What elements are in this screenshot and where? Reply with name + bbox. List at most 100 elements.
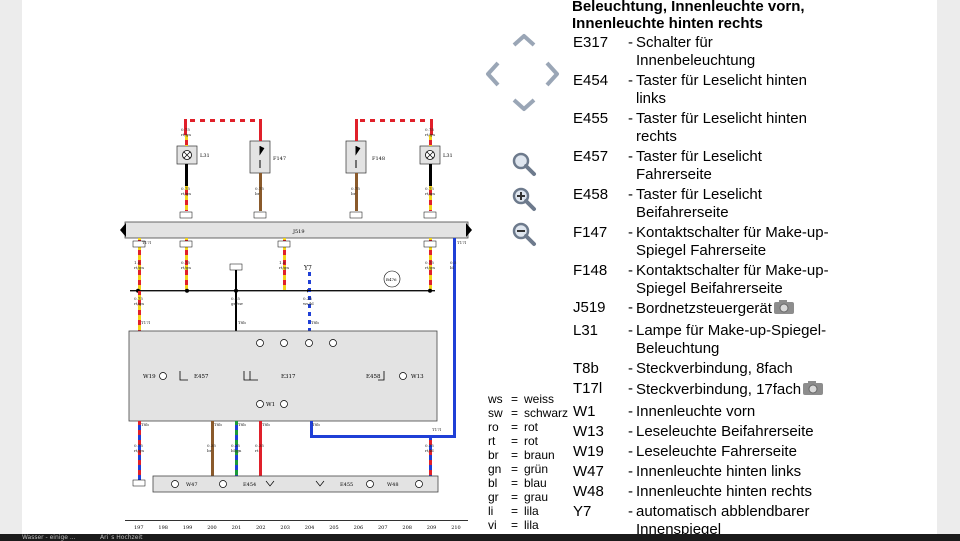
svg-text:bl/gn: bl/gn xyxy=(231,448,242,453)
chevron-up-icon[interactable] xyxy=(512,33,536,47)
svg-text:0.75: 0.75 xyxy=(425,186,434,191)
w13-label: W13 xyxy=(411,374,424,380)
svg-text:0.5: 0.5 xyxy=(450,260,457,265)
page-title: Beleuchtung, Innenleuchte vorn, Innenleu… xyxy=(572,0,922,32)
component-code: Y7 xyxy=(573,503,592,520)
description-line: automatisch abblendbarer xyxy=(636,503,810,520)
description-line: Schalter für xyxy=(636,34,713,51)
svg-text:T8b: T8b xyxy=(238,422,246,427)
j519-bar: J519 xyxy=(120,221,472,239)
svg-text:1.0: 1.0 xyxy=(134,260,141,265)
left-frame xyxy=(0,0,22,541)
abbr-abbr: vi xyxy=(488,518,497,532)
abbr-eq: = xyxy=(511,406,519,420)
chevron-left-icon[interactable] xyxy=(485,61,501,87)
svg-text:0.75: 0.75 xyxy=(425,127,434,132)
svg-text:0.75: 0.75 xyxy=(425,260,434,265)
abbr-eq: = xyxy=(511,392,519,406)
chevron-down-icon[interactable] xyxy=(512,98,536,112)
separator-dash: - xyxy=(628,483,633,500)
ruler-label: 205 xyxy=(329,525,339,531)
description-line-wrap: Bordnetzsteuergerät xyxy=(636,299,841,318)
ruler-label: 208 xyxy=(402,525,412,531)
svg-text:0.35: 0.35 xyxy=(231,296,240,301)
separator-dash: - xyxy=(628,299,633,316)
component-code: W48 xyxy=(573,483,604,500)
title-line: Beleuchtung, Innenleuchte vorn, xyxy=(572,0,805,15)
svg-text:B476: B476 xyxy=(386,277,397,282)
magnifier-icon[interactable] xyxy=(511,151,537,177)
svg-text:0.75: 0.75 xyxy=(255,186,264,191)
component-code: E455 xyxy=(573,110,609,127)
svg-text:rt/gn: rt/gn xyxy=(134,448,144,453)
e457-label: E457 xyxy=(194,374,209,380)
description-line: Kontaktschalter für Make-up- xyxy=(636,262,829,279)
abbr-name: braun xyxy=(524,448,555,462)
abbr-name: rot xyxy=(524,420,539,434)
separator-dash: - xyxy=(628,360,633,377)
component-code: F148 xyxy=(573,262,608,279)
component-description: Lampe für Make-up-Spiegel-Beleuchtung xyxy=(636,322,841,358)
e458-label: E458 xyxy=(366,374,381,380)
separator-dash: - xyxy=(628,110,633,127)
svg-text:T17l: T17l xyxy=(432,427,442,432)
svg-text:0.35: 0.35 xyxy=(207,443,216,448)
component-code: F147 xyxy=(573,224,608,241)
separator-dash: - xyxy=(628,503,633,520)
svg-text:0.75: 0.75 xyxy=(181,260,190,265)
component-code: E458 xyxy=(573,186,609,203)
ruler-label: 201 xyxy=(232,525,242,531)
l31-right-label: L31 xyxy=(443,153,453,159)
svg-text:T8b: T8b xyxy=(238,320,246,325)
svg-text:0.75: 0.75 xyxy=(351,186,360,191)
description-line: Innenbeleuchtung xyxy=(636,52,756,69)
description-line: Taster für Leselicht xyxy=(636,186,762,203)
title-line: Innenleuchte hinten rechts xyxy=(572,15,763,32)
abbr-name: grün xyxy=(524,462,549,476)
abbr-eq: = xyxy=(511,420,519,434)
svg-text:gn/sw: gn/sw xyxy=(231,301,244,306)
separator-dash: - xyxy=(628,443,633,460)
description-line: Steckverbindung, 8fach xyxy=(636,360,793,377)
abbr-abbr: gr xyxy=(488,490,499,504)
taskbar-item[interactable]: Ari´s Hochzeit xyxy=(100,534,143,541)
abbr-name: grau xyxy=(524,490,549,504)
f148-box xyxy=(345,140,367,174)
abbr-abbr: sw xyxy=(488,406,503,420)
separator-dash: - xyxy=(628,423,633,440)
ruler-label: 204 xyxy=(305,525,315,531)
w47-label: W47 xyxy=(186,482,198,488)
separator-dash: - xyxy=(628,262,633,279)
description-line: Spiegel Beifahrerseite xyxy=(636,280,783,297)
chevron-right-icon[interactable] xyxy=(544,61,560,87)
abbr-name: schwarz xyxy=(524,406,569,420)
camera-icon[interactable] xyxy=(773,299,795,315)
abbr-eq: = xyxy=(511,518,519,532)
w19-label: W19 xyxy=(143,374,156,380)
component-description: Leseleuchte Beifahrerseite xyxy=(636,423,841,441)
description-line: Innenleuchte hinten rechts xyxy=(636,483,812,500)
separator-dash: - xyxy=(628,148,633,165)
taskbar-item[interactable]: Wasser - einige ... xyxy=(22,534,76,541)
svg-text:0.75: 0.75 xyxy=(181,186,190,191)
component-description: Innenleuchte hinten links xyxy=(636,463,841,481)
top-loop-right xyxy=(355,119,433,135)
ruler-label: 209 xyxy=(427,525,437,531)
ruler-label: 198 xyxy=(158,525,168,531)
svg-text:0.75: 0.75 xyxy=(181,127,190,132)
j519-label: J519 xyxy=(292,229,305,235)
camera-icon[interactable] xyxy=(802,380,824,396)
component-code: J519 xyxy=(573,299,606,316)
separator-dash: - xyxy=(628,72,633,89)
zoom-in-icon[interactable] xyxy=(511,186,537,212)
w1-label: W1 xyxy=(266,402,275,408)
component-description: Kontaktschalter für Make-up-Spiegel Beif… xyxy=(636,262,841,298)
zoom-out-icon[interactable] xyxy=(511,221,537,247)
description-line: Leseleuchte Fahrerseite xyxy=(636,443,797,460)
abbr-eq: = xyxy=(511,476,519,490)
